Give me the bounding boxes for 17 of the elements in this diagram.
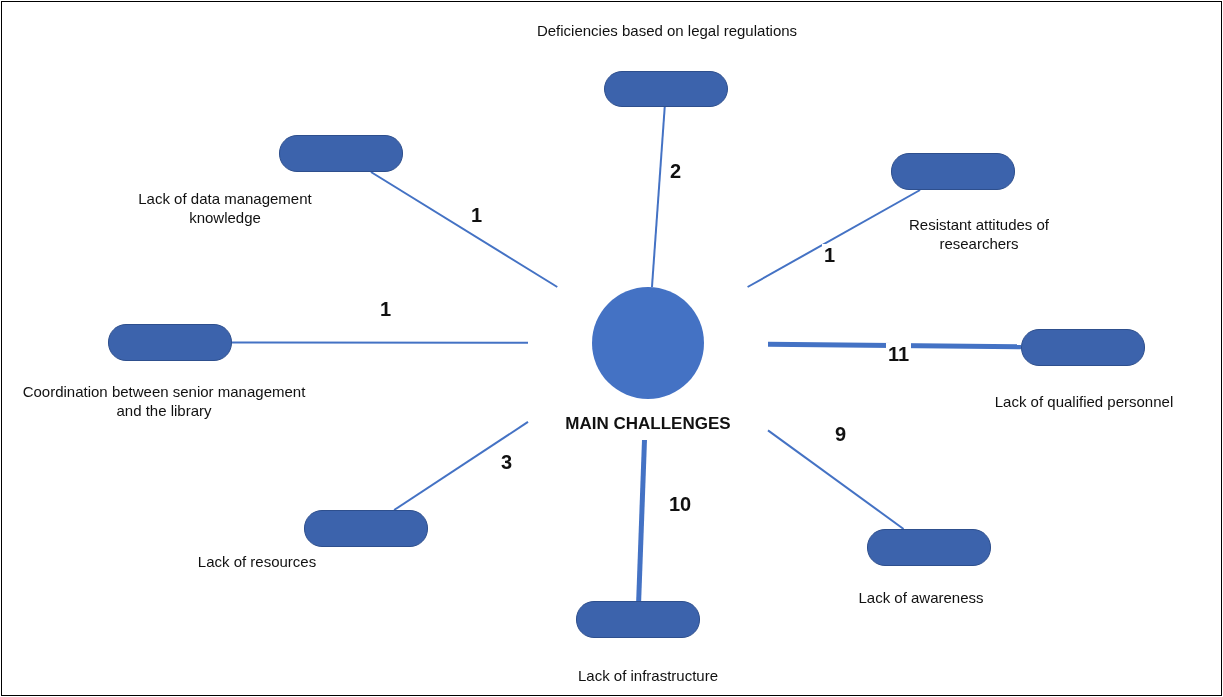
challenge-label: Lack of qualified personnel [993,392,1175,411]
challenge-label: Resistant attitudes of researchers [907,215,1051,253]
challenge-label: Deficiencies based on legal regulations [535,21,799,40]
connector-line [636,439,647,602]
connector-line [767,429,905,530]
connector-line [369,171,559,288]
connector-line [231,341,529,344]
connector-line [746,189,922,288]
challenge-label: Coordination between senior management and the library [21,382,307,420]
connector-line [650,106,666,288]
connector-line [393,420,529,511]
challenge-label: Lack of data management knowledge [137,189,313,227]
connector-line [767,341,1022,350]
center-title: MAIN CHALLENGES [564,414,732,433]
challenge-label: Lack of resources [196,552,318,571]
challenge-label: Lack of infrastructure [576,666,720,685]
challenge-label: Lack of awareness [857,588,985,607]
